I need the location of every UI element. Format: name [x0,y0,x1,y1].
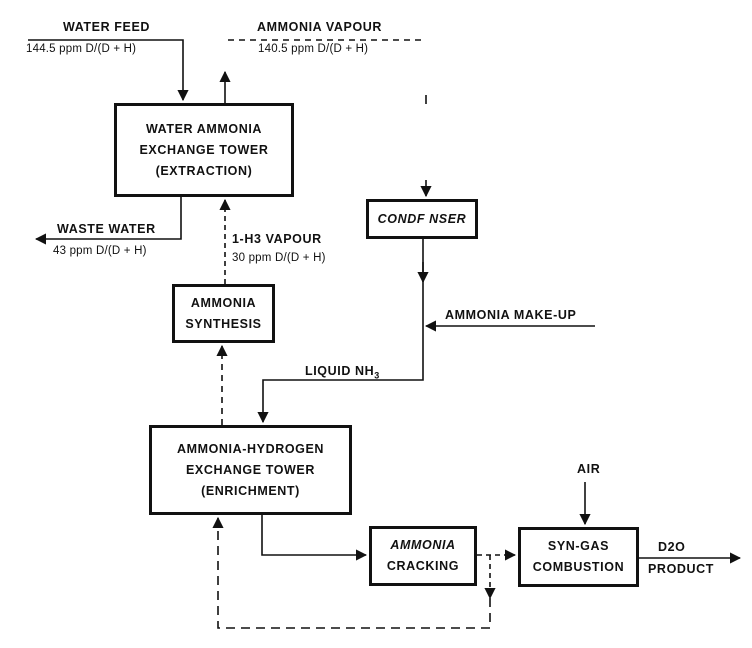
syngas-combustion-line1: SYN-GAS [547,539,610,553]
ammonia-vapour-concentration: 140.5 ppm D/(D + H) [258,43,369,55]
condenser-outlet-line [257,238,424,424]
extraction-tower-line2: EXCHANGE TOWER [139,142,269,157]
extraction-tower-line3: (EXTRACTION) [155,163,253,178]
product-label: PRODUCT [648,562,715,576]
air-label: AIR [577,462,601,476]
ammonia-cracking-line2: CRACKING [386,559,460,573]
water-feed-label: WATER FEED [63,20,151,34]
enrichment-tower-line1: AMMONIA-HYDROGEN [176,441,325,456]
syngas-combustion-box: SYN-GAS COMBUSTION [518,527,639,587]
enrichment-tower-line2: EXCHANGE TOWER [185,462,315,477]
extraction-tower-line1: WATER AMMONIA [145,121,263,136]
ammonia-cracking-line1: AMMONIA [390,538,456,552]
waste-water-label: WASTE WATER [57,222,156,236]
ammonia-synthesis-line1: AMMONIA [190,295,257,310]
waste-water-concentration: 43 ppm D/(D + H) [53,245,147,257]
syngas-combustion-line2: COMBUSTION [532,560,625,574]
ammonia-vapour-label: AMMONIA VAPOUR [257,20,383,34]
nh3-vapour-label: 1-H3 VAPOUR [232,232,322,246]
waste-water-line [34,197,182,245]
condenser-box: CONDF NSER [366,199,478,239]
extraction-tower-box: WATER AMMONIA EXCHANGE TOWER (EXTRACTION… [114,103,294,197]
water-feed-concentration: 144.5 ppm D/(D + H) [26,43,137,55]
condenser-line1: CONDF NSER [377,211,467,226]
ammonia-cracking-box: AMMONIA CRACKING [369,526,477,586]
enrichment-to-cracking-line [261,515,368,561]
ammonia-synthesis-line2: SYNTHESIS [185,316,262,331]
ammonia-synthesis-box: AMMONIA SYNTHESIS [172,284,275,343]
ammonia-makeup-label: AMMONIA MAKE-UP [445,308,577,322]
water-feed-line [28,39,189,102]
enrichment-tower-line3: (ENRICHMENT) [201,483,300,498]
liquid-nh3-label: LIQUID NH3 [305,364,380,381]
enrichment-tower-box: AMMONIA-HYDROGEN EXCHANGE TOWER (ENRICHM… [149,425,352,515]
nh3-vapour-concentration: 30 ppm D/(D + H) [232,252,326,264]
recycle-loop-line [212,516,491,629]
d2o-formula-label: D2O [658,540,686,554]
